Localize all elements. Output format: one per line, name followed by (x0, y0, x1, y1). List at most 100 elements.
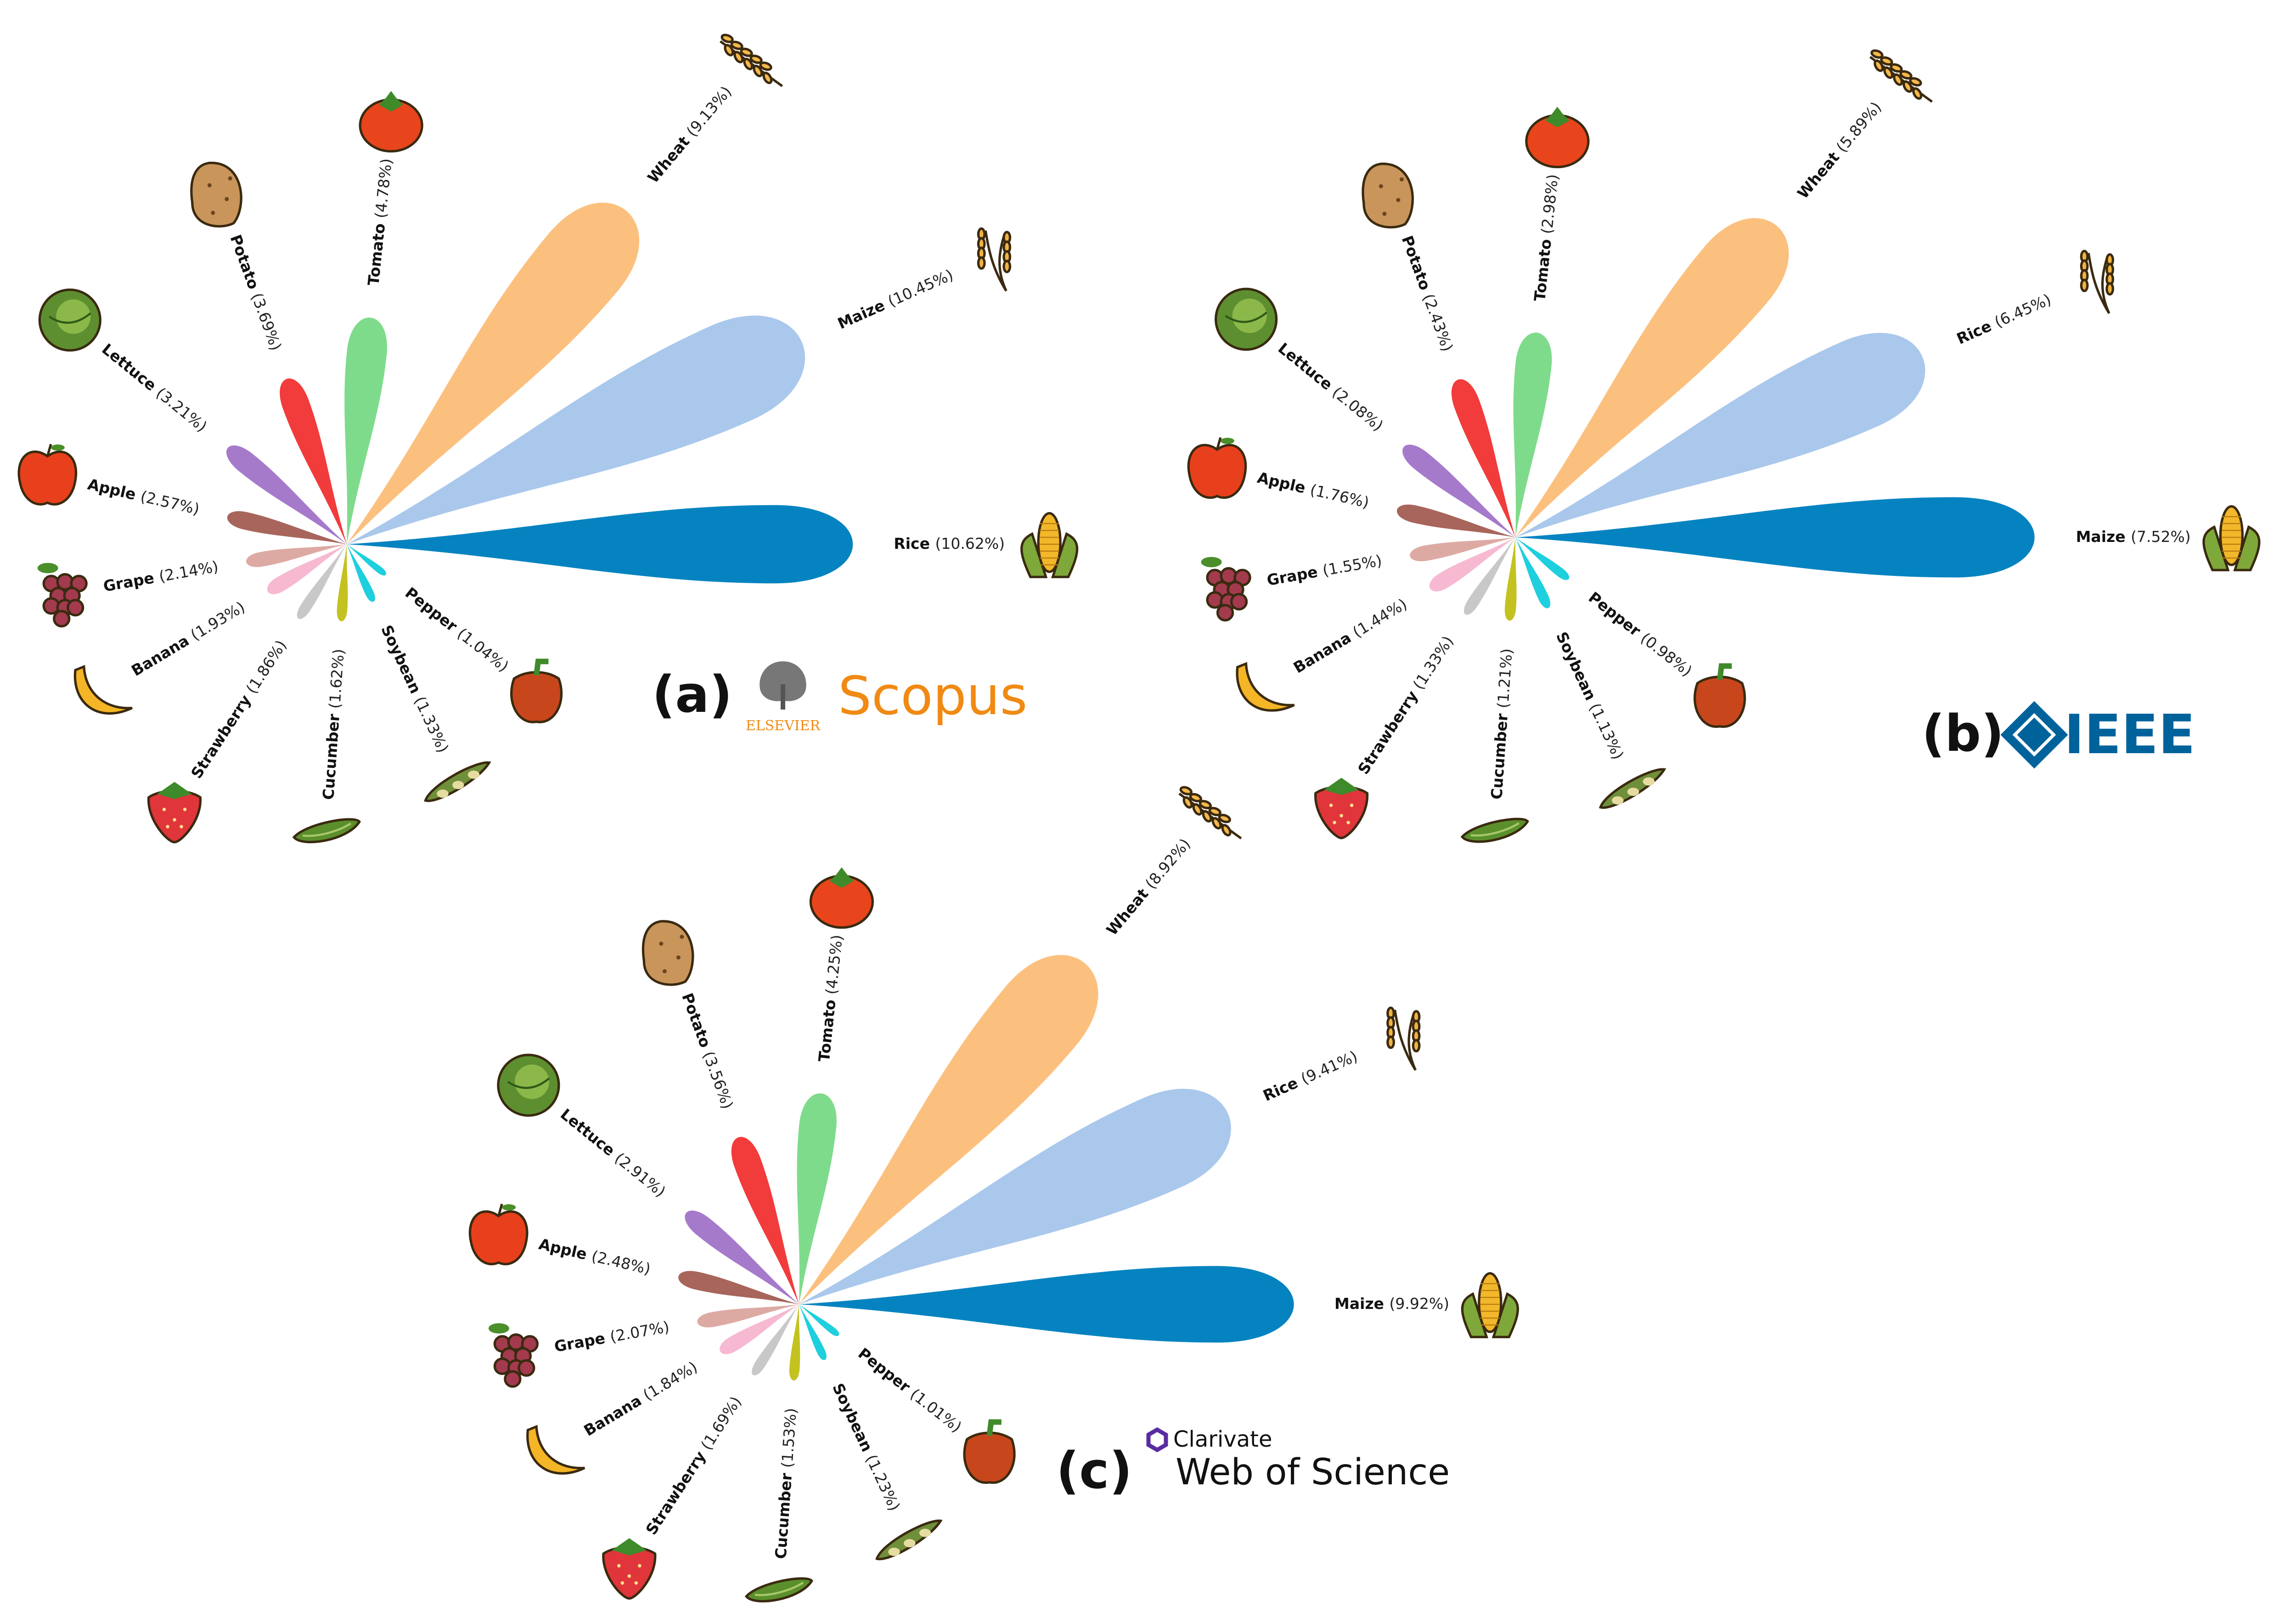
label-percent-tomato: (4.78%) (371, 158, 395, 219)
petal-lettuce (226, 445, 347, 544)
clarivate-mark-icon (1146, 1427, 1168, 1453)
tomato-icon (809, 867, 874, 929)
label-tomato: Tomato (4.25%) (815, 934, 846, 1063)
cucumber-icon (1460, 817, 1529, 843)
strawberry-icon (147, 782, 202, 844)
potato-icon (190, 162, 242, 228)
label-percent-maize: (7.52%) (2131, 528, 2191, 546)
label-potato: Potato (3.69%) (227, 232, 285, 353)
label-apple: Apple (2.48%) (537, 1234, 653, 1278)
panel-a-scopus: Rice (10.62%)Maize (10.45%)Wheat (9.13%)… (17, 34, 1079, 844)
label-rice: Rice (6.45%) (1954, 290, 2054, 348)
pepper-icon (963, 1419, 1016, 1484)
label-name-tomato: Tomato (815, 993, 839, 1063)
petal-apple (227, 511, 347, 544)
label-strawberry: Strawberry (1.86%) (187, 637, 290, 781)
label-name-pepper: Pepper (855, 1344, 918, 1399)
label-percent-rice: (6.45%) (1992, 290, 2054, 331)
ieee-logo-text: IEEE (2064, 703, 2195, 766)
label-percent-wheat: (9.13%) (683, 83, 735, 140)
ieee-diamond-icon (2000, 701, 2068, 769)
label-percent-wheat: (8.92%) (1142, 835, 1194, 892)
label-name-pepper: Pepper (402, 583, 465, 638)
label-name-grape: Grape (1266, 562, 1324, 589)
label-name-apple: Apple (86, 475, 143, 505)
label-percent-strawberry: (1.33%) (1409, 632, 1457, 693)
label-percent-pepper: (1.01%) (907, 1385, 965, 1436)
label-name-potato: Potato (227, 232, 265, 297)
label-percent-cucumber: (1.21%) (1494, 648, 1516, 709)
grape-icon (37, 563, 88, 628)
label-percent-soybean: (1.23%) (862, 1452, 904, 1514)
label-name-banana: Banana (1290, 626, 1359, 676)
petal-banana (720, 1304, 799, 1354)
petal-soybean (799, 1304, 827, 1360)
petal-lettuce (1402, 445, 1515, 537)
petal-banana (267, 544, 347, 594)
elsevier-label: ELSEVIER (746, 718, 821, 734)
elsevier-logo: ELSEVIER (746, 657, 821, 734)
label-percent-grape: (2.07%) (608, 1318, 670, 1346)
panel-b-tag: (b) (1922, 704, 2004, 763)
petal-potato (1451, 379, 1515, 537)
label-wheat: Wheat (8.92%) (1103, 835, 1194, 939)
label-name-apple: Apple (537, 1234, 594, 1264)
label-name-banana: Banana (580, 1388, 649, 1439)
label-grape: Grape (2.14%) (102, 557, 220, 595)
petal-pepper (347, 544, 386, 575)
label-grape: Grape (2.07%) (553, 1318, 671, 1355)
banana-icon (526, 1425, 585, 1475)
label-percent-tomato: (2.98%) (1537, 173, 1561, 235)
label-name-tomato: Tomato (364, 217, 389, 287)
label-percent-banana: (1.84%) (640, 1358, 700, 1404)
wheat-icon (1869, 49, 1933, 103)
label-percent-maize: (10.45%) (885, 265, 956, 310)
label-name-strawberry: Strawberry (1354, 683, 1424, 778)
label-percent-soybean: (1.13%) (1586, 700, 1628, 762)
petal-strawberry (297, 544, 347, 619)
label-percent-maize: (9.92%) (1390, 1295, 1450, 1313)
petal-apple (1396, 504, 1515, 537)
petal-tomato (344, 317, 387, 544)
petal-cucumber (1505, 537, 1517, 621)
corn-icon (1461, 1272, 1519, 1338)
label-pepper: Pepper (1.04%) (402, 583, 512, 675)
petal-rice (347, 505, 853, 584)
label-maize: Maize (9.92%) (1334, 1295, 1449, 1313)
label-percent-rice: (9.41%) (1298, 1047, 1360, 1088)
label-name-cucumber: Cucumber (319, 708, 343, 800)
lettuce-icon (38, 288, 101, 352)
label-cucumber: Cucumber (1.53%) (771, 1407, 800, 1559)
label-pepper: Pepper (0.98%) (1585, 588, 1695, 680)
petal-apple (678, 1271, 799, 1304)
label-name-soybean: Soybean (378, 622, 428, 701)
label-name-potato: Potato (1398, 233, 1436, 298)
petal-maize (347, 316, 805, 544)
label-lettuce: Lettuce (2.08%) (1275, 339, 1387, 434)
label-percent-soybean: (1.33%) (411, 693, 453, 755)
label-percent-lettuce: (3.21%) (153, 383, 211, 435)
potato-icon (642, 920, 694, 986)
petal-tomato (797, 1093, 837, 1304)
cucumber-icon (744, 1577, 814, 1603)
strawberry-icon (602, 1538, 657, 1600)
label-percent-pepper: (0.98%) (1638, 629, 1696, 680)
label-name-maize: Maize (1334, 1295, 1390, 1313)
petal-soybean (347, 544, 375, 602)
petal-potato (280, 378, 347, 544)
label-name-cucumber: Cucumber (1487, 708, 1512, 800)
corn-icon (1020, 512, 1079, 578)
grape-icon (488, 1323, 539, 1388)
corn-icon (2202, 505, 2261, 571)
label-percent-potato: (3.56%) (700, 1049, 737, 1111)
label-name-strawberry: Strawberry (187, 687, 258, 782)
label-soybean: Soybean (1.23%) (829, 1381, 904, 1514)
label-rice: Rice (10.62%) (894, 535, 1005, 552)
label-name-soybean: Soybean (1553, 629, 1602, 708)
soybean-icon (875, 1519, 943, 1561)
tomato-icon (359, 91, 423, 153)
label-strawberry: Strawberry (1.69%) (642, 1393, 745, 1538)
label-cucumber: Cucumber (1.62%) (319, 648, 348, 800)
petal-cucumber (337, 544, 348, 621)
lettuce-icon (1215, 287, 1278, 351)
